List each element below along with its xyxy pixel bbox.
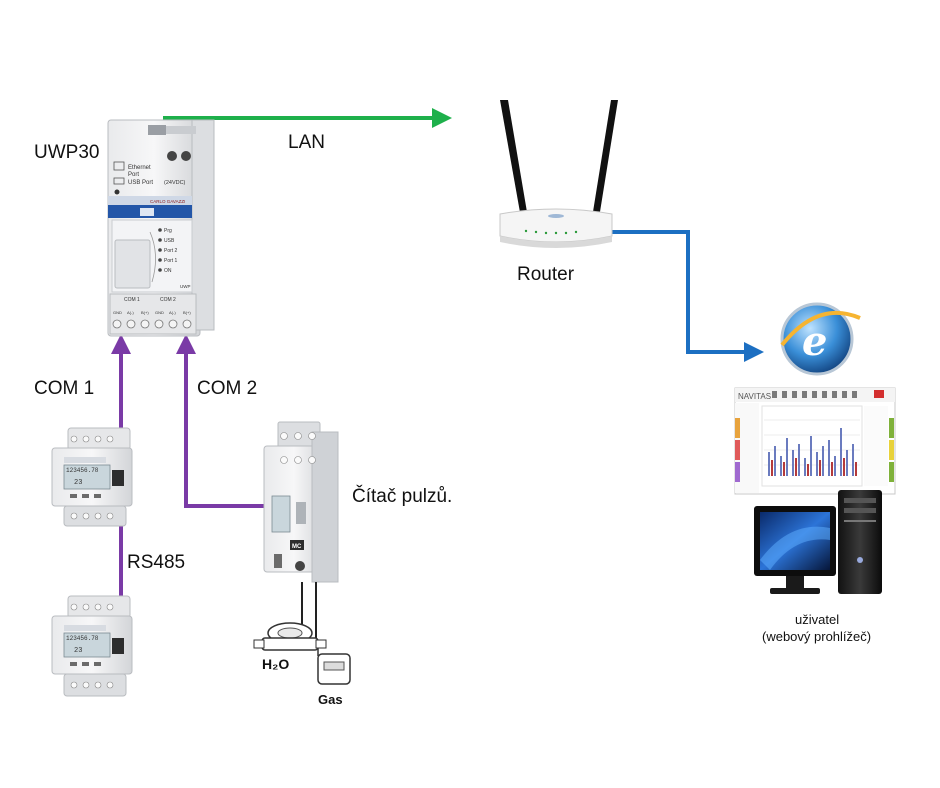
uwp-com2-text: COM 2 (160, 297, 176, 303)
uwp-led-on: ON (164, 268, 172, 274)
meter-display-text: 123456.78 (66, 467, 99, 474)
com2-arrow (176, 334, 266, 508)
uwp-port-text: Port (128, 172, 139, 178)
pulse-counter-device: MC (263, 421, 339, 650)
user-label-line2: (webový prohlížeč) (762, 629, 872, 644)
uwp-terminal-label: GND (155, 310, 164, 315)
gas-meter-icon (317, 648, 351, 685)
uwp-led-column: Prg USB Port 2 Port 1 ON (158, 228, 178, 274)
uwp-terminal-label: A(-) (127, 310, 134, 315)
uwp-terminal-label: B(+) (141, 310, 149, 315)
uwp-led-prg: Prg (164, 228, 172, 234)
uwp-led-port2: Port 2 (164, 248, 178, 254)
uwp-terminal-label: B(+) (183, 310, 191, 315)
meter-display-text: 23 (74, 647, 82, 655)
uwp-brand-text: CARLO GAVAZZI (150, 199, 185, 204)
router-to-pc-arrow (612, 230, 764, 362)
uwp-com1-text: COM 1 (124, 297, 140, 303)
uwp-usb-port-text: USB Port (128, 180, 153, 186)
water-meter-label: H₂O (262, 656, 290, 672)
browser-screenshot: NAVITAS (734, 387, 896, 495)
energy-meter-1: 123456.78 23 (51, 427, 133, 527)
rs485-label: RS485 (127, 552, 186, 573)
uwp-led-usb: USB (164, 238, 175, 244)
user-computer (754, 490, 882, 594)
pulse-model-text: MC (292, 544, 302, 550)
uwp-power-text: (24VDC) (164, 180, 186, 186)
gas-meter-label: Gas (318, 692, 343, 707)
meter-display-text: 23 (74, 479, 82, 487)
energy-meter-2: 123456.78 23 (51, 595, 133, 697)
internet-explorer-icon: e (780, 302, 861, 376)
water-meter-icon (253, 622, 327, 651)
router-label: Router (517, 264, 575, 285)
lan-label: LAN (288, 132, 325, 153)
pulse-counter-label: Čítač pulzů. (352, 486, 453, 507)
uwp30-label: UWP30 (34, 142, 100, 163)
com1-label: COM 1 (34, 378, 95, 399)
uwp-terminal-label: A(-) (169, 310, 176, 315)
uwp-terminal-label: GND (113, 310, 122, 315)
uwp-model-text: UWP (180, 284, 191, 289)
meter-display-text: 123456.78 (66, 635, 99, 642)
browser-logo-text: NAVITAS (738, 392, 771, 401)
uwp30-device: Ethernet Port USB Port (24VDC) CARLO GAV… (107, 119, 215, 337)
user-label-line1: uživatel (795, 612, 840, 627)
com2-label: COM 2 (197, 378, 258, 399)
router-device (499, 100, 618, 248)
uwp-led-port1: Port 1 (164, 258, 178, 264)
svg-text:e: e (802, 318, 827, 365)
uwp-ethernet-text: Ethernet (128, 165, 151, 171)
